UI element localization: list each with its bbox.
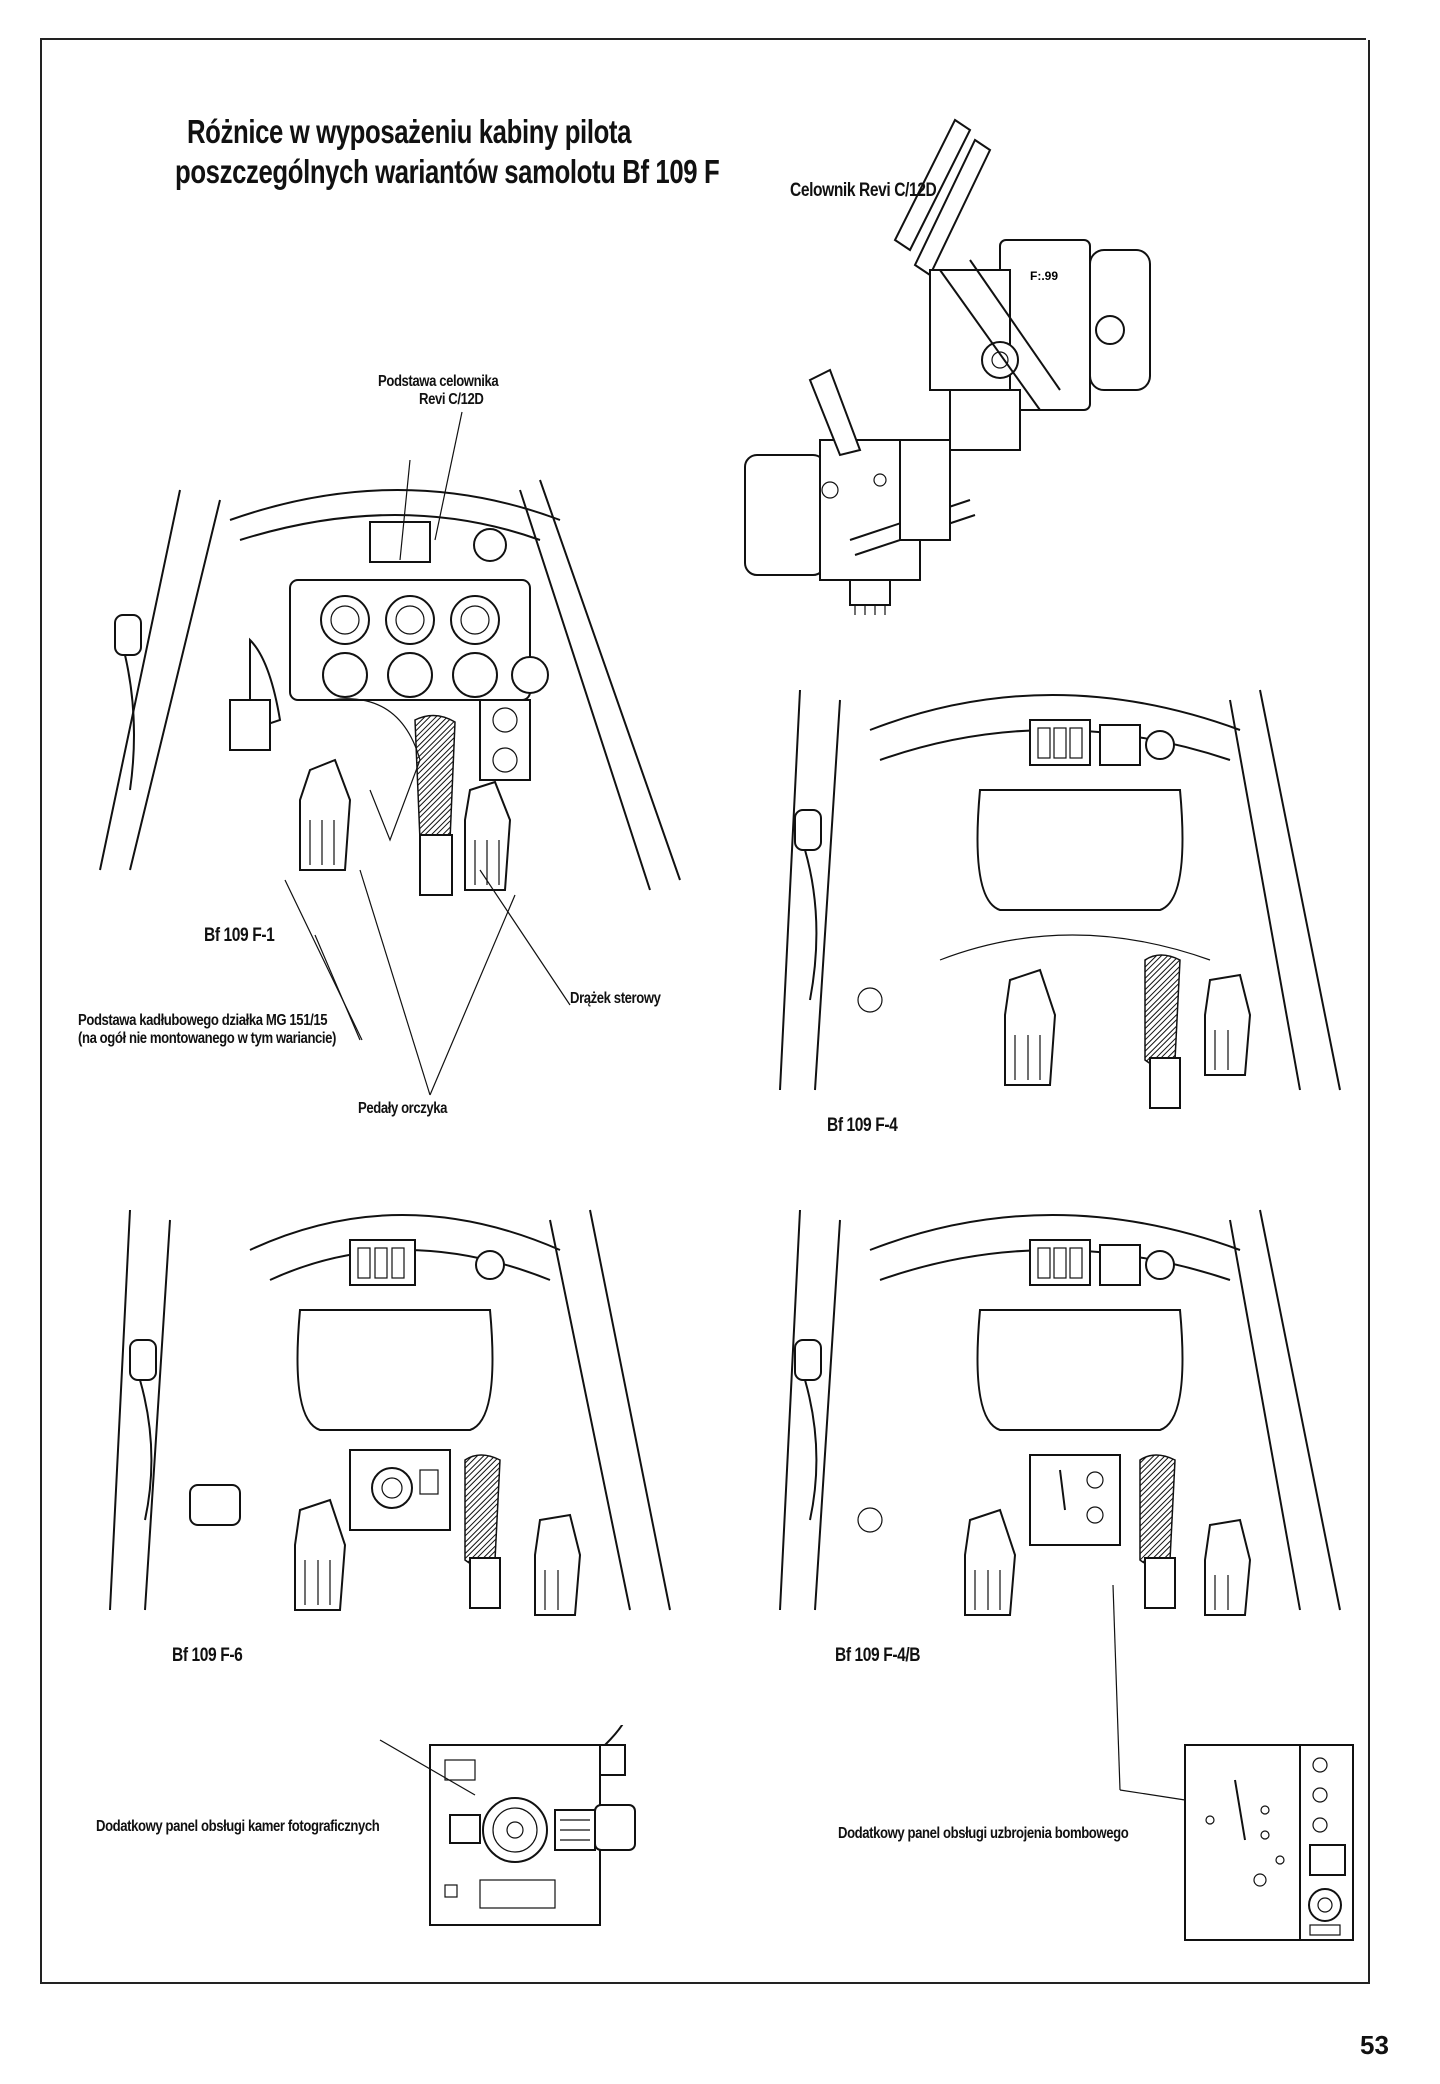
- bomb-panel-detail: [1184, 1744, 1354, 1941]
- revi-sight-illustration: F:.99: [744, 118, 1151, 615]
- bomb-panel-label: Dodatkowy panel obsługi uzbrojenia bombo…: [838, 1825, 1129, 1842]
- title-line-2: poszczególnych wariantów samolotu Bf 109…: [175, 153, 720, 190]
- rudder-pedals-label: Pedały orczyka: [358, 1100, 448, 1117]
- sight-base-label: Podstawa celownika Revi C/12D: [378, 373, 499, 409]
- camera-panel-detail: [429, 1725, 636, 1926]
- mg-base-label: Podstawa kadłubowego działka MG 151/15 (…: [78, 1012, 336, 1048]
- revi-sight-label: Celownik Revi C/12D: [790, 180, 937, 201]
- page-frame-top: [40, 38, 1366, 40]
- page-frame: [40, 40, 1370, 1984]
- control-stick-label: Drążek sterowy: [570, 990, 661, 1007]
- title-line-1: Różnice w wyposażeniu kabiny pilota: [186, 113, 632, 150]
- sight-base-label-line-2: Revi C/12D: [419, 391, 484, 408]
- variant-f4b-label: Bf 109 F-4/B: [835, 1645, 921, 1666]
- mg-base-label-line-1: Podstawa kadłubowego działka MG 151/15: [78, 1012, 328, 1029]
- page-title: Różnice w wyposażeniu kabiny pilota posz…: [175, 112, 720, 192]
- leader-lines-f1: [284, 411, 571, 1096]
- variant-f6-label: Bf 109 F-6: [172, 1645, 243, 1666]
- cockpit-f1-illustration: [99, 460, 681, 896]
- mg-base-label-line-2: (na ogół nie montowanego w tym wariancie…: [78, 1030, 337, 1047]
- cockpit-f4b-illustration: [779, 1209, 1341, 1616]
- svg-text:F:.99: F:.99: [1030, 269, 1058, 283]
- variant-f4-label: Bf 109 F-4: [827, 1115, 898, 1136]
- cockpit-f4-illustration: [779, 689, 1341, 1109]
- cockpit-f6-illustration: [109, 1209, 671, 1616]
- variant-f1-label: Bf 109 F-1: [204, 925, 275, 946]
- sight-base-label-line-1: Podstawa celownika: [378, 373, 499, 390]
- camera-panel-label: Dodatkowy panel obsługi kamer fotografic…: [96, 1818, 380, 1835]
- page-number: 53: [1360, 2030, 1389, 2060]
